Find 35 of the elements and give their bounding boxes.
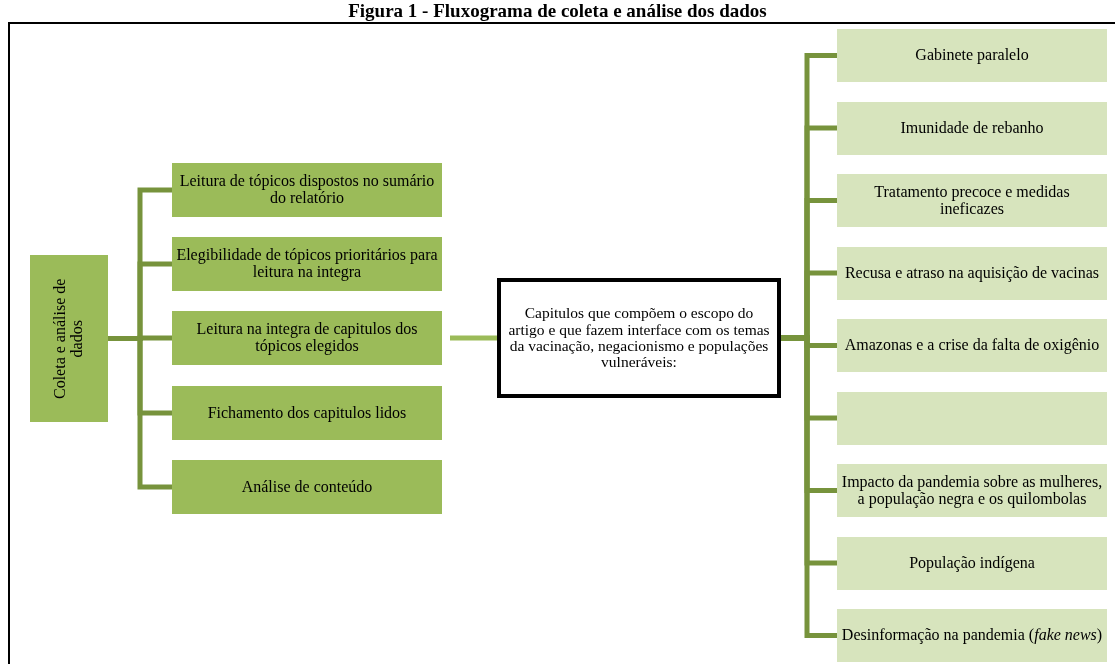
box-text: Amazonas e a crise da falta de oxigênio [844, 337, 1100, 354]
topic-box [837, 391, 1107, 445]
box-text: Coleta e análise de dados [52, 277, 86, 401]
topic-box [837, 174, 1107, 227]
topic-box [172, 386, 442, 440]
box-text: Tratamento precoce e medidas ineficazes [873, 183, 1071, 218]
topic-box [837, 101, 1107, 155]
box-text: Elegibilidade de tópicos prioritários para leitura na integra [176, 247, 438, 281]
box-text: Imunidade de rebanho [900, 119, 1044, 137]
figure-title: Figura 1 - Fluxograma de coleta e análise dos dados [347, 0, 768, 21]
topic-box [172, 460, 442, 514]
topic-box [172, 311, 442, 365]
box-text: Análise de conteúdo [241, 478, 373, 496]
topic-box [837, 536, 1107, 590]
box-text: População indígena [909, 554, 1035, 572]
topic-box [837, 246, 1107, 300]
box-text: Leitura na integra de capitulos dos tópicos elegidos [195, 321, 419, 355]
topic-box [172, 237, 442, 291]
box-text: Desinformação na pandemia (fake news) [841, 627, 1103, 644]
box-text: Impacto da pandemia sobre as mulheres, a população negra e os quilombolas [841, 473, 1103, 508]
root-box [30, 255, 108, 422]
connector-line [450, 335, 497, 341]
topic-box [837, 29, 1107, 82]
topic-box [172, 163, 442, 217]
topic-box [837, 609, 1107, 662]
box-text: Capitulos que compõem o escopo do artigo e que fazem interface com os temas da vacinação, negacionismo e populações vulneráveis: [507, 305, 771, 371]
topic-box [837, 319, 1107, 372]
box-text: Recusa e atraso na aquisição de vacinas [844, 264, 1100, 282]
box-text: Fichamento dos capitulos lidos [207, 404, 407, 422]
box-text: Gabinete paralelo [915, 47, 1029, 64]
scope-box [497, 278, 781, 398]
box-text: Leitura de tópicos dispostos no sumário do relatório [178, 173, 436, 207]
topic-box [837, 464, 1107, 517]
connector-line [781, 335, 837, 638]
connector-line [108, 336, 172, 490]
